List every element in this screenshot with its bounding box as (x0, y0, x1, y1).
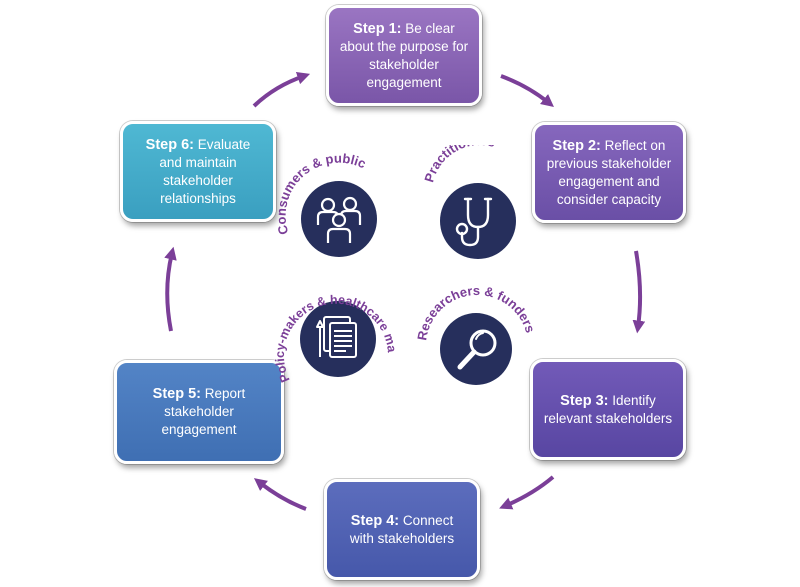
step-3-number: Step 3: (560, 392, 609, 409)
stakeholder-policy-makers: Policy-makers & healthcare managers (260, 275, 400, 405)
step-2-box: Step 2: Reflect on previous stakeholder … (532, 122, 686, 223)
stakeholder-practitioners: Practitioners (420, 145, 550, 275)
step-5-number: Step 5: (152, 386, 202, 402)
step-4-box: Step 4: Connect with stakeholders (324, 479, 480, 580)
step-1-box: Step 1: Be clear about the purpose for s… (326, 5, 482, 106)
arrow-step1-to-step2 (500, 74, 554, 108)
step-3-text: Identify relevant stakeholders (543, 392, 673, 426)
arrow-step6-to-step1 (252, 72, 311, 108)
people-icon (316, 196, 362, 243)
stakeholder-researchers: Researchers & funders (412, 285, 542, 405)
arrow-step4-to-step5 (253, 478, 307, 511)
step-4-text: Connect with stakeholders (349, 512, 455, 546)
practitioners-label: Practitioners (421, 145, 496, 184)
step-5-text: Report stakeholder engagement (161, 386, 246, 437)
stethoscope-icon (455, 197, 493, 247)
step-4-number: Step 4: (350, 512, 400, 529)
step-1-number: Step 1: (353, 20, 402, 37)
step-2-text: Reflect on previous stakeholder engageme… (546, 137, 672, 207)
researchers-circle (440, 313, 512, 385)
step-5-box: Step 5: Report stakeholder engagement (114, 360, 284, 464)
step-1-text: Be clear about the purpose for stakehold… (339, 20, 469, 90)
arrow-step5-to-step6 (164, 246, 177, 332)
arrow-step3-to-step4 (499, 475, 555, 510)
practitioners-circle (440, 183, 516, 259)
document-icon (316, 316, 357, 358)
magnifier-icon (457, 329, 497, 370)
stakeholder-consumers: Consumers & public (270, 145, 400, 275)
step-6-number: Step 6: (145, 136, 195, 153)
step-3-box: Step 3: Identify relevant stakeholders (530, 359, 686, 460)
step-6-text: Evaluate and maintain stakeholder relati… (159, 136, 251, 206)
step-2-number: Step 2: (552, 137, 601, 154)
step-6-box: Step 6: Evaluate and maintain stakeholde… (120, 121, 276, 222)
arrow-step2-to-step3 (632, 250, 646, 334)
